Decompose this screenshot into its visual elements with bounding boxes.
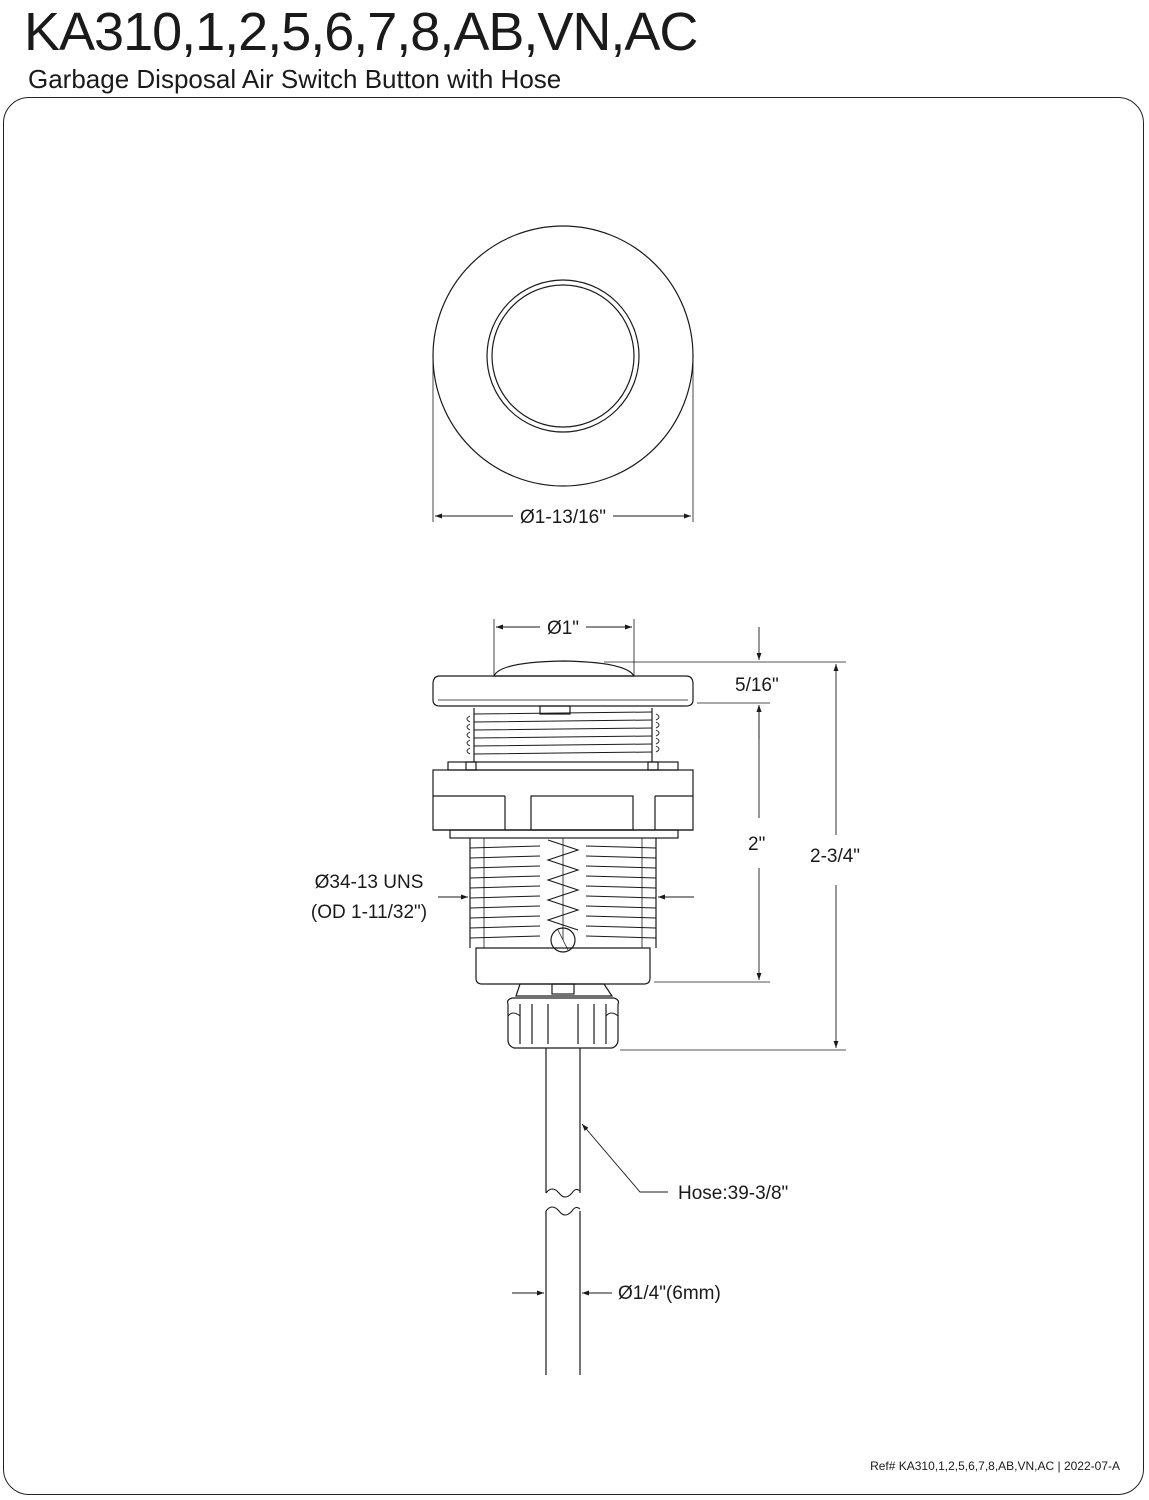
top-view [432,225,694,522]
flange-outer-circle [432,225,694,487]
label-hose-length: Hose:39-3/8" [678,1183,788,1204]
dimension-lines [438,619,846,1296]
label-button-diameter: Ø1" [547,618,579,639]
hose [545,1048,581,1375]
bottom-collar [475,947,651,985]
hex-nut [432,761,694,839]
label-hose-diameter: Ø1/4"(6mm) [618,1283,721,1304]
upper-threads [466,705,660,762]
hose-leader-line [581,1123,668,1193]
button-inner-circle [491,284,635,428]
button-outer-circle [486,279,640,433]
drawing-frame [3,97,1144,1495]
hose-connector [506,983,620,1049]
button-dome [493,660,636,677]
label-thread-od: (OD 1-11/32") [311,902,427,923]
page-subtitle: Garbage Disposal Air Switch Button with … [28,64,562,94]
reference-note: Ref# KA310,1,2,5,6,7,8,AB,VN,AC | 2022-0… [870,1459,1120,1473]
lower-threads [469,838,657,953]
page-title: KA310,1,2,5,6,7,8,AB,VN,AC [24,2,698,62]
label-overall-height: 2-3/4" [810,846,860,867]
label-thread-spec: Ø34-13 UNS [315,872,424,893]
label-top-diameter: Ø1-13/16" [520,507,606,528]
side-view [432,660,694,1375]
cap-flange [432,675,694,707]
label-body-height: 2" [748,834,765,855]
label-cap-height: 5/16" [735,675,779,696]
